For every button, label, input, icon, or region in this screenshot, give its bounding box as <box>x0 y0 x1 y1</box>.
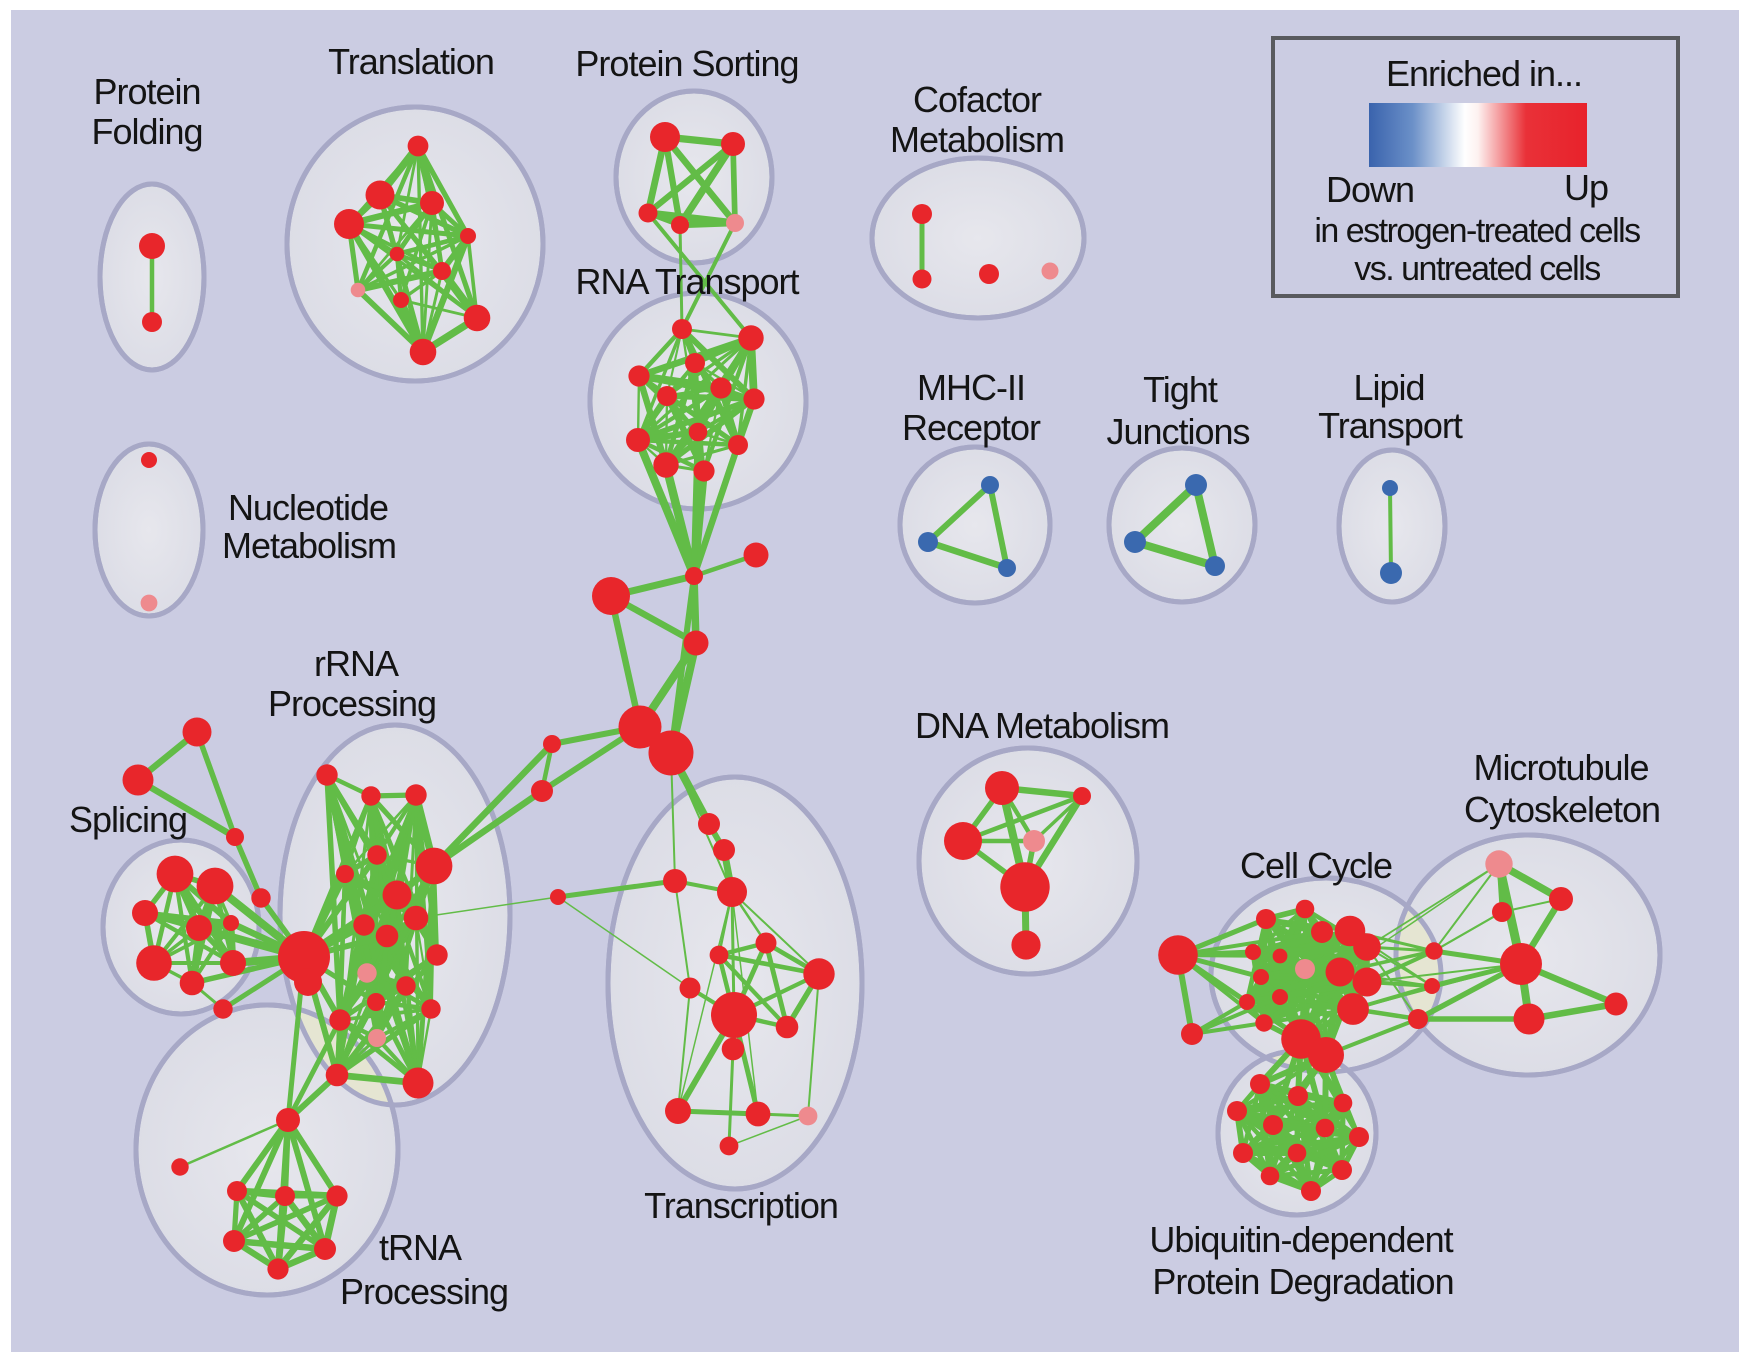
svg-text:Transport: Transport <box>1318 405 1463 446</box>
svg-text:Receptor: Receptor <box>902 407 1041 448</box>
svg-text:Cofactor: Cofactor <box>913 79 1042 120</box>
svg-text:Microtubule: Microtubule <box>1473 747 1648 788</box>
svg-text:vs. untreated cells: vs. untreated cells <box>1354 250 1600 288</box>
svg-text:Cell Cycle: Cell Cycle <box>1240 845 1392 886</box>
svg-text:Down: Down <box>1326 169 1414 210</box>
svg-text:Protein Degradation: Protein Degradation <box>1152 1261 1453 1302</box>
svg-text:DNA Metabolism: DNA Metabolism <box>915 705 1169 746</box>
svg-text:Folding: Folding <box>91 111 202 152</box>
svg-text:Lipid: Lipid <box>1353 367 1424 408</box>
svg-text:Processing: Processing <box>340 1271 508 1312</box>
svg-text:Transcription: Transcription <box>644 1185 838 1226</box>
svg-text:Ubiquitin-dependent: Ubiquitin-dependent <box>1149 1219 1453 1260</box>
svg-text:Metabolism: Metabolism <box>890 119 1064 160</box>
svg-text:in estrogen-treated cells: in estrogen-treated cells <box>1314 212 1640 250</box>
svg-text:Cytoskeleton: Cytoskeleton <box>1464 789 1660 830</box>
svg-text:tRNA: tRNA <box>379 1227 462 1268</box>
svg-text:Splicing: Splicing <box>69 799 187 840</box>
svg-text:Nucleotide: Nucleotide <box>228 487 388 528</box>
svg-text:MHC-II: MHC-II <box>917 367 1025 408</box>
svg-text:Enriched in...: Enriched in... <box>1386 53 1582 94</box>
svg-text:Up: Up <box>1564 167 1608 208</box>
svg-text:Tight: Tight <box>1143 369 1218 410</box>
svg-text:Processing: Processing <box>268 683 436 724</box>
svg-text:Metabolism: Metabolism <box>222 525 396 566</box>
svg-text:Translation: Translation <box>328 41 494 82</box>
svg-text:RNA Transport: RNA Transport <box>575 261 799 302</box>
svg-text:Protein: Protein <box>93 71 200 112</box>
svg-text:Protein Sorting: Protein Sorting <box>575 43 798 84</box>
svg-text:rRNA: rRNA <box>314 643 399 684</box>
svg-text:Junctions: Junctions <box>1106 411 1249 452</box>
